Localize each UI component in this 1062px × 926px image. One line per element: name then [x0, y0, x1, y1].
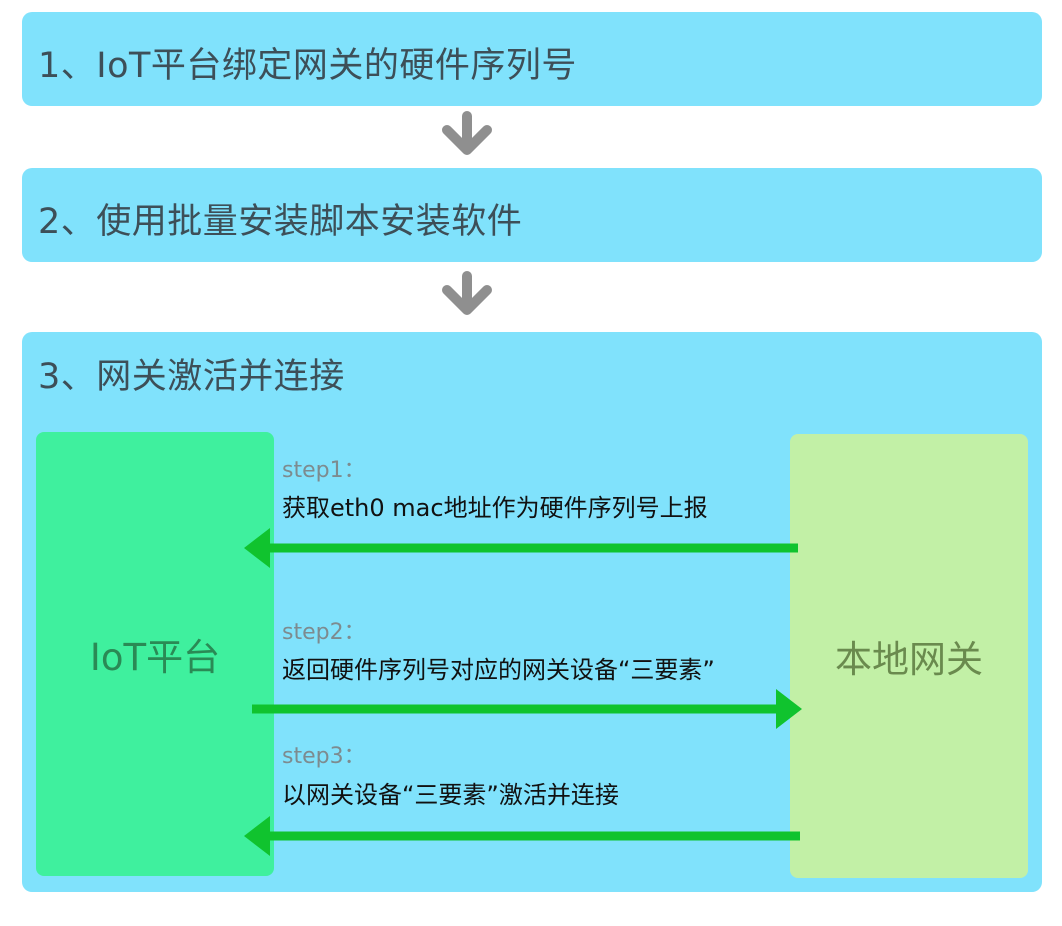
- local-gateway-label: 本地网关: [835, 638, 983, 681]
- message-3-text: 以网关设备“三要素”激活并连接: [282, 781, 619, 809]
- message-1-text: 获取eth0 mac地址作为硬件序列号上报: [282, 494, 708, 522]
- step-1-title: 1、IoT平台绑定网关的硬件序列号: [38, 46, 577, 86]
- step-2-box: 2、使用批量安装脚本安装软件: [22, 168, 1042, 262]
- down-arrow-icon: [442, 271, 492, 315]
- step-1-box: 1、IoT平台绑定网关的硬件序列号: [22, 12, 1042, 106]
- message-2-text: 返回硬件序列号对应的网关设备“三要素”: [282, 656, 715, 684]
- step-2-title: 2、使用批量安装脚本安装软件: [38, 202, 523, 242]
- iot-platform-node: IoT平台: [36, 432, 274, 876]
- message-3-step-label: step3：: [282, 744, 366, 769]
- iot-platform-label: IoT平台: [89, 636, 221, 679]
- down-arrow-icon: [442, 111, 492, 155]
- step-3-title: 3、网关激活并连接: [38, 357, 345, 397]
- message-1-step-label: step1：: [282, 458, 366, 483]
- message-2-step-label: step2：: [282, 620, 366, 645]
- local-gateway-node: 本地网关: [790, 434, 1028, 878]
